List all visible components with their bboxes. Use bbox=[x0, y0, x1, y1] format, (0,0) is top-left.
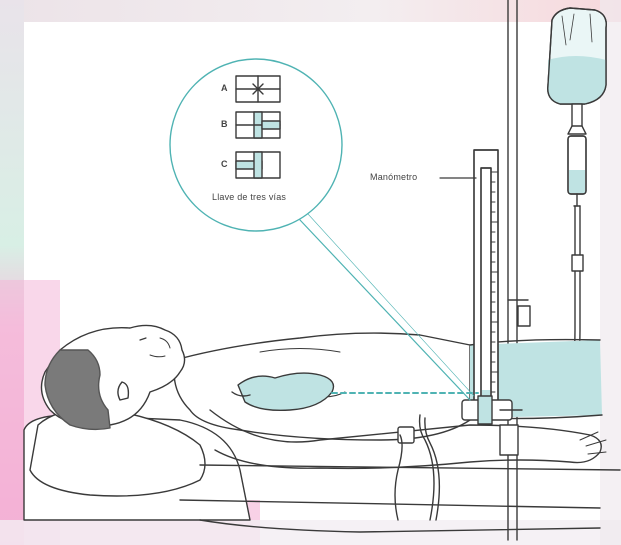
manometer-label: Manómetro bbox=[370, 172, 417, 182]
iv-bag bbox=[548, 8, 607, 134]
stopcock-position-c bbox=[236, 152, 280, 178]
patient-head bbox=[41, 325, 184, 429]
stopcock-label-b: B bbox=[221, 119, 228, 129]
drip-chamber bbox=[568, 136, 586, 206]
stopcock-position-a bbox=[236, 76, 280, 102]
patient-torso bbox=[174, 333, 606, 468]
stopcock-position-b bbox=[236, 112, 280, 138]
iv-pole bbox=[508, 0, 530, 540]
stopcock-caption: Llave de tres vías bbox=[212, 192, 286, 202]
stopcock-label-a: A bbox=[221, 83, 228, 93]
stopcock-label-c: C bbox=[221, 159, 228, 169]
